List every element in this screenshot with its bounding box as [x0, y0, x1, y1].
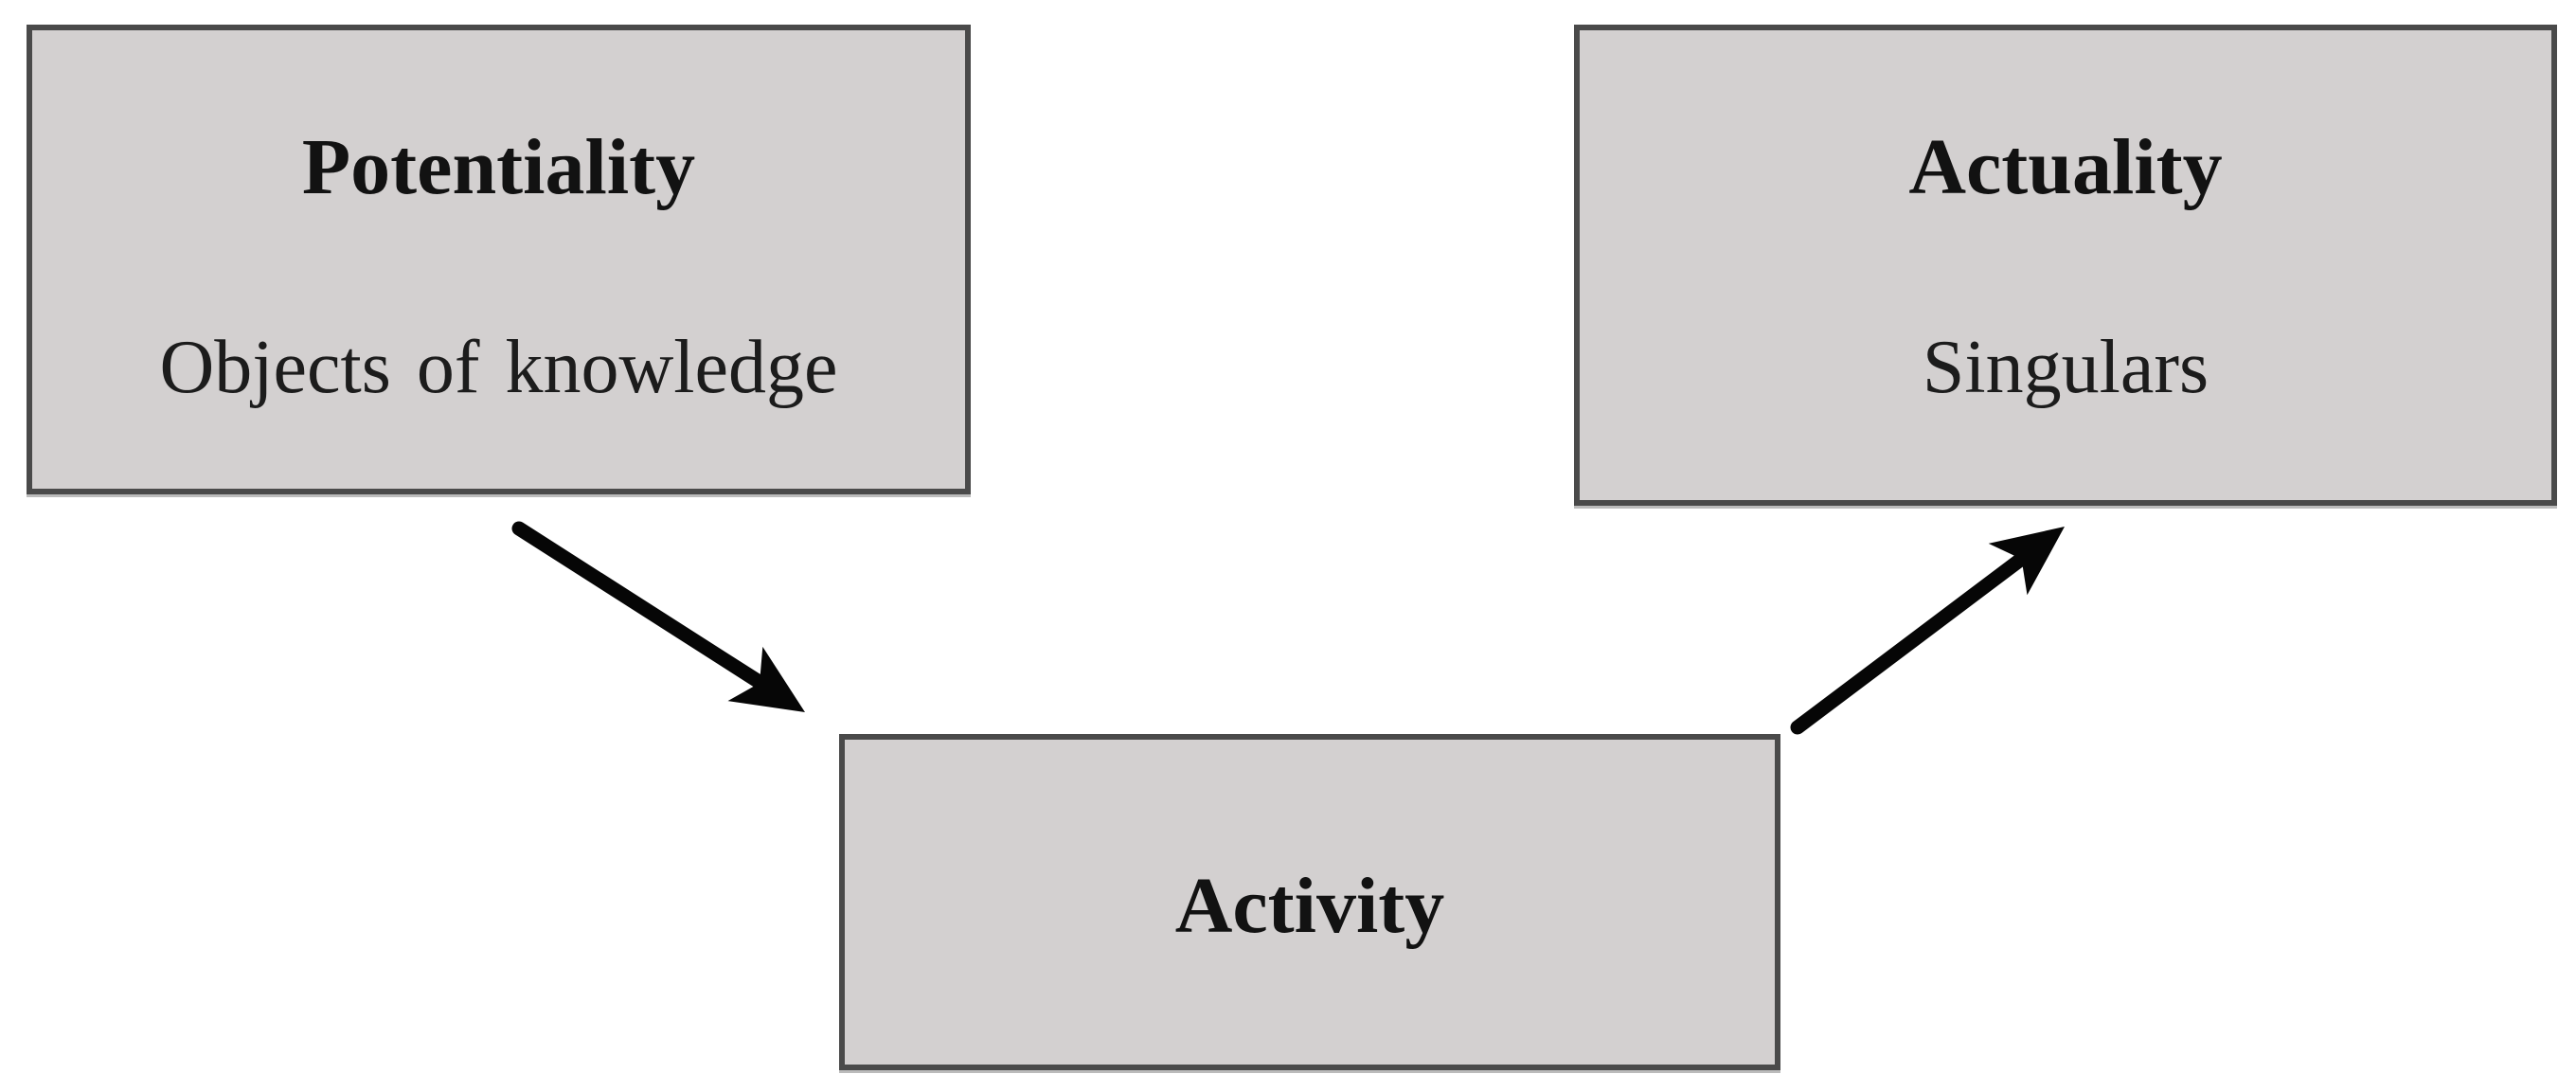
node-actuality: Actuality Singulars — [1574, 25, 2557, 506]
node-potentiality-subtitle: Objects of knowledge — [159, 326, 838, 409]
node-activity: Activity — [839, 734, 1780, 1070]
arrow-potentiality-to-activity-icon — [511, 521, 805, 712]
node-actuality-subtitle: Singulars — [1922, 326, 2209, 409]
node-potentiality: Potentiality Objects of knowledge — [27, 25, 971, 494]
arrow-activity-to-actuality-icon — [1790, 527, 2065, 735]
node-potentiality-title: Potentiality — [301, 123, 696, 211]
node-activity-title: Activity — [1174, 862, 1445, 950]
node-actuality-title: Actuality — [1908, 123, 2223, 211]
